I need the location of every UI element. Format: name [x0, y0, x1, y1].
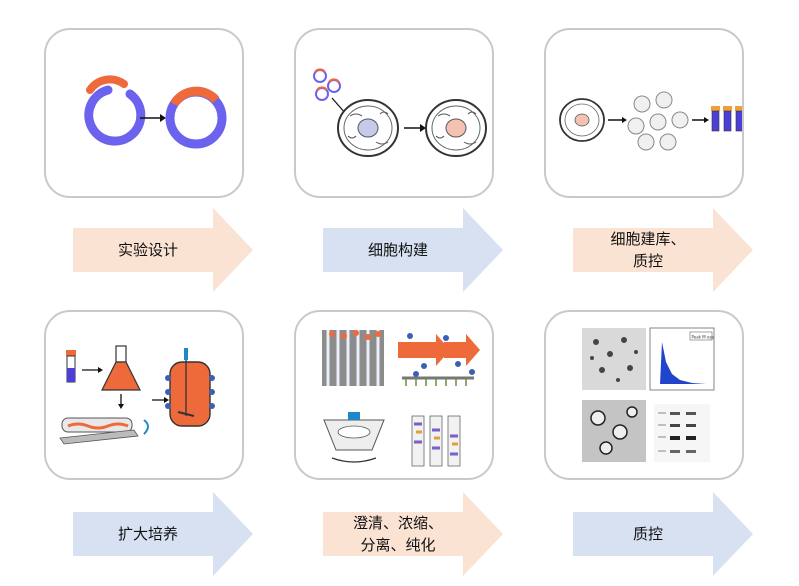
- card-cell-banking: [544, 28, 744, 198]
- arrow-right-icon: [140, 114, 166, 122]
- card-purification: [294, 310, 494, 480]
- card-scale-up: [44, 310, 244, 480]
- tube-icon: [66, 350, 76, 383]
- arrow-shape: [573, 208, 753, 292]
- arrow-right-icon: [404, 124, 426, 132]
- scale-up-illustration: [59, 345, 215, 445]
- arrow-right-icon: [692, 117, 709, 123]
- step-label: 扩大培养: [117, 525, 178, 543]
- step-label: 实验设计: [117, 241, 178, 259]
- step-label: 细胞建库、 质控: [610, 230, 686, 270]
- card-quality-control: Peak M esp: [544, 310, 744, 480]
- flask-icon: [101, 345, 141, 391]
- step-label: 质控: [632, 525, 663, 543]
- step-arrow-2: 细胞构建: [323, 208, 503, 292]
- recombinant-plasmid: [165, 86, 227, 149]
- cell-after: [425, 99, 487, 157]
- arrow-shape: [323, 208, 503, 292]
- arrow-shape: [73, 208, 253, 292]
- arrow-shape: [573, 492, 753, 576]
- cell-before: [337, 99, 399, 157]
- step-arrow-3: 细胞建库、 质控: [573, 208, 753, 292]
- centrifuge-panel: [323, 412, 385, 463]
- histogram-legend: Peak M esp: [692, 335, 715, 340]
- arrow-right-icon: [608, 117, 627, 123]
- step-arrow-4: 扩大培养: [73, 492, 253, 576]
- size-histogram: Peak M esp: [649, 327, 715, 391]
- open-plasmid: [84, 75, 146, 146]
- step-arrow-6: 质控: [573, 492, 753, 576]
- source-cell: [559, 98, 605, 142]
- step-arrow-5: 澄清、浓缩、 分离、纯化: [323, 492, 503, 576]
- card-cell-construction: [294, 28, 494, 198]
- cell-banking-illustration: [559, 91, 742, 151]
- purification-illustration: [322, 330, 480, 467]
- transfection-illustration: [313, 68, 487, 157]
- step-arrow-1: 实验设计: [73, 208, 253, 292]
- arrow-shape: [73, 492, 253, 576]
- plasmid-cloning-illustration: [84, 75, 227, 149]
- step-label: 细胞构建: [367, 241, 428, 259]
- chromatography-panel: [398, 333, 480, 386]
- arrow-shape: [323, 492, 503, 576]
- card-experiment-design: [44, 28, 244, 198]
- bioreactor-icon: [165, 348, 215, 427]
- tem-image-top: [582, 328, 646, 390]
- tem-image-bottom: [582, 400, 646, 462]
- column-panel: [411, 415, 461, 467]
- western-blot: [654, 404, 710, 462]
- step-label: 澄清、浓缩、 分离、纯化: [352, 514, 443, 554]
- filtration-panel: [322, 330, 384, 386]
- wave-bag-icon: [59, 417, 139, 445]
- cryovial-icons: [711, 106, 742, 132]
- cell-cluster: [627, 91, 689, 151]
- qc-illustration: Peak M esp: [582, 327, 715, 462]
